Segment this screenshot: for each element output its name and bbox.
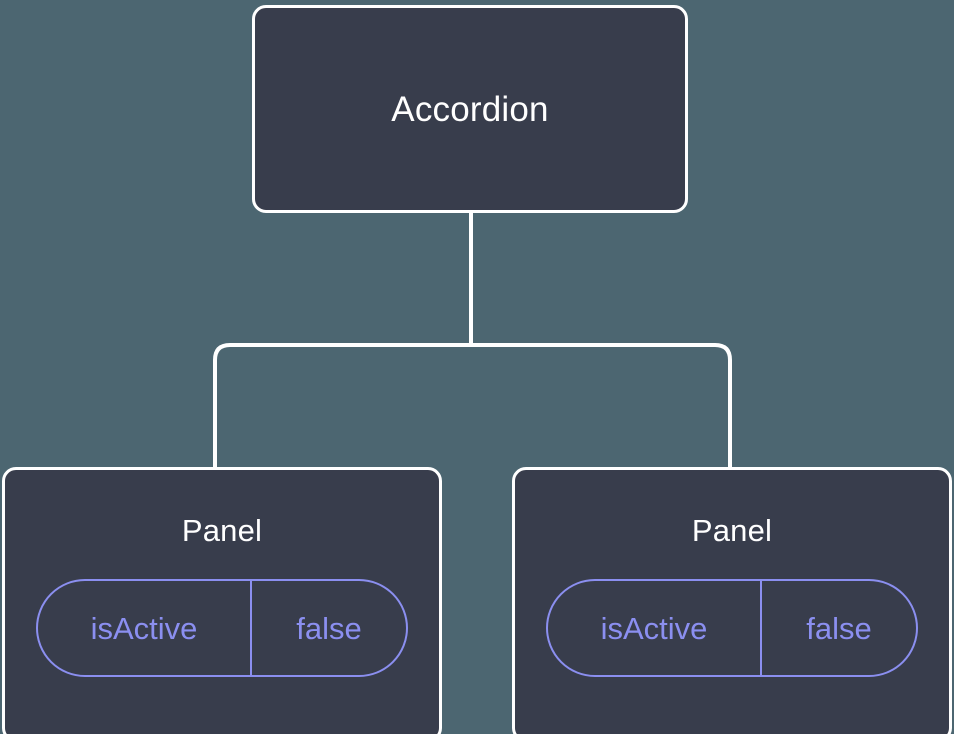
node-panel-2-state-value: false — [806, 610, 872, 646]
node-panel-2-state-key: isActive — [548, 581, 762, 675]
node-panel-1-state-badge[interactable]: isActive false — [36, 579, 408, 677]
node-accordion[interactable]: Accordion — [252, 5, 688, 213]
node-panel-2[interactable]: Panel isActive false — [512, 467, 952, 734]
node-panel-1[interactable]: Panel isActive false — [2, 467, 442, 734]
node-panel-1-title: Panel — [181, 513, 263, 548]
node-panel-2-title: Panel — [691, 513, 773, 548]
connector-branch-bus — [213, 343, 732, 469]
node-panel-2-state-badge[interactable]: isActive false — [546, 579, 918, 677]
node-accordion-title: Accordion — [391, 89, 549, 129]
node-panel-1-state-value: false — [296, 610, 362, 646]
node-panel-1-state-key: isActive — [38, 581, 252, 675]
